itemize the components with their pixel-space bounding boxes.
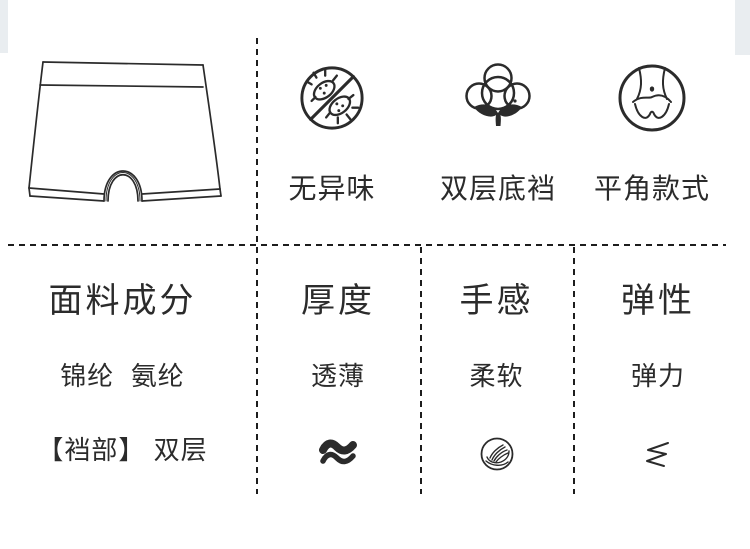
double-wave-icon	[256, 434, 420, 474]
column-header: 面料成分	[48, 282, 197, 320]
feature-label: 无异味	[288, 173, 376, 204]
feature-label: 平角款式	[593, 173, 710, 204]
boxer-briefs-line-drawing	[28, 61, 222, 202]
hand-touch-icon	[420, 434, 573, 474]
boxer-fit-body-icon	[577, 58, 727, 138]
no-bacteria-icon	[257, 58, 407, 138]
corner-gray-strip-left	[0, 0, 8, 53]
feature-boxer-style: 平角款式	[577, 58, 727, 205]
spec-column-elasticity: 弹性 弹力	[573, 246, 743, 498]
spec-column-thickness: 厚度 透薄	[256, 246, 420, 498]
feature-no-odor: 无异味	[257, 58, 407, 205]
cotton-boll-icon	[423, 58, 573, 138]
divider-vertical-3	[573, 247, 575, 494]
feature-double-layer-crotch: 双层底裆	[423, 58, 573, 205]
column-value: 弹力	[630, 361, 685, 391]
column-header: 手感	[459, 282, 534, 320]
spec-column-feel: 手感 柔软	[420, 246, 573, 498]
divider-vertical-1	[256, 247, 258, 494]
corner-gray-strip-right	[735, 0, 750, 55]
divider-vertical-2	[420, 247, 422, 494]
spring-zigzag-icon	[573, 434, 743, 474]
divider-vertical-top	[256, 38, 258, 245]
column-header: 厚度	[301, 282, 375, 320]
column-header: 弹性	[621, 282, 695, 320]
divider-horizontal	[8, 244, 726, 246]
column-detail: 【裆部】 双层	[37, 435, 208, 465]
spec-column-fabric: 面料成分 锦纶 氨纶 【裆部】 双层	[0, 246, 245, 498]
column-value: 锦纶 氨纶	[60, 361, 185, 391]
feature-label: 双层底裆	[439, 173, 556, 204]
column-value: 透薄	[310, 361, 365, 391]
column-value: 柔软	[469, 361, 524, 391]
